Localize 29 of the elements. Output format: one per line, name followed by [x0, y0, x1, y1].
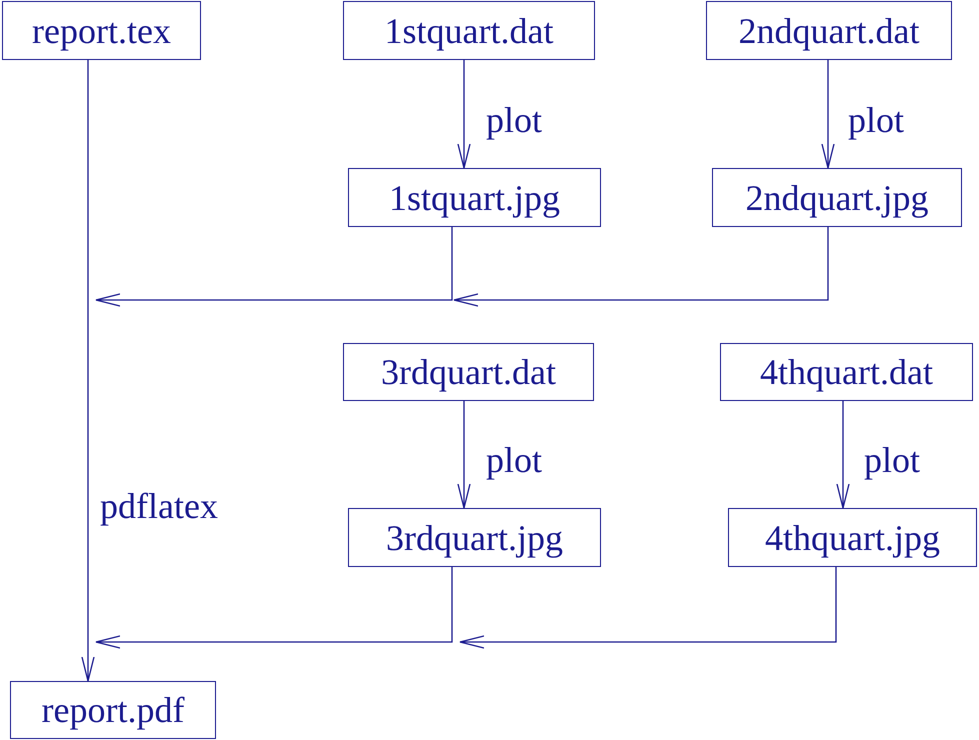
file-name: 3rdquart.jpg — [386, 520, 563, 556]
arrow — [95, 227, 453, 307]
file-name: 1stquart.dat — [384, 12, 554, 48]
file-name: 1stquart.jpg — [389, 180, 560, 216]
file-box — [2, 1, 201, 60]
file-box — [343, 1, 595, 60]
file-box — [728, 508, 977, 567]
arrow — [95, 567, 453, 649]
file-box — [10, 681, 216, 739]
file-box — [712, 168, 962, 227]
file-name: 2ndquart.dat — [738, 12, 920, 48]
arrow — [81, 60, 95, 682]
arrow — [457, 401, 471, 509]
file-name: report.pdf — [42, 692, 184, 728]
file-box — [348, 168, 601, 227]
file-name: 4thquart.dat — [760, 354, 933, 390]
arrow — [453, 227, 829, 307]
arrow — [836, 401, 850, 509]
file-box — [348, 508, 601, 567]
arrow — [459, 567, 837, 649]
file-name: report.tex — [32, 12, 171, 48]
file-name: 3rdquart.dat — [381, 354, 556, 390]
file-box — [720, 343, 973, 401]
file-box — [706, 1, 952, 60]
file-name: 4thquart.jpg — [765, 520, 940, 556]
file-box — [343, 343, 594, 401]
arrow — [821, 60, 835, 169]
arrow — [457, 60, 471, 169]
file-name: 2ndquart.jpg — [746, 180, 928, 216]
